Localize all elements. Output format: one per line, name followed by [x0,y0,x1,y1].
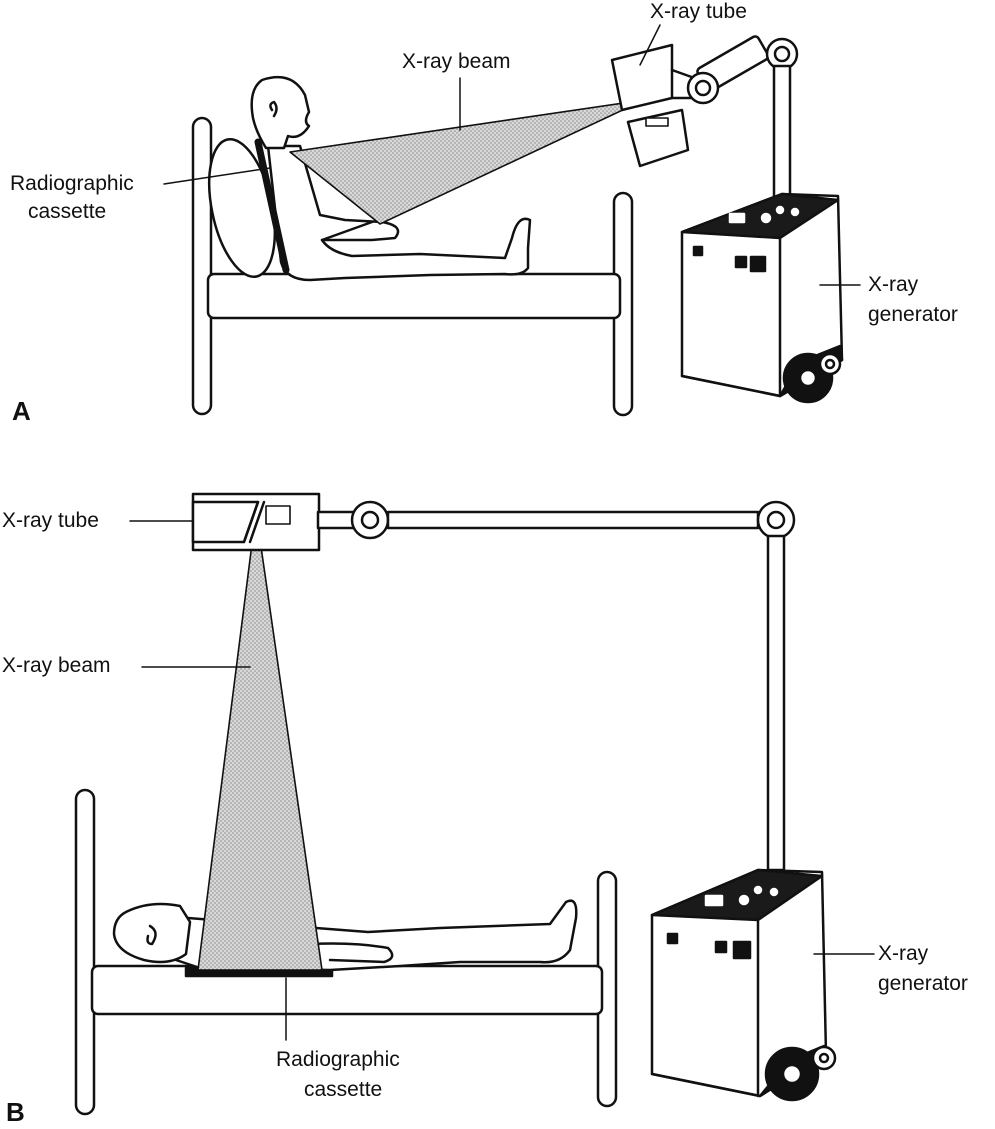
panel-b-letter: B [6,1097,25,1127]
panel-a-xray-tube-label: X-ray tube [650,0,747,23]
panel-a-xray-beam-label: X-ray beam [402,50,511,73]
panel-a-beam [289,99,645,225]
panel-b-tube [191,492,796,872]
panel-a-cassette-label-line2: cassette [28,200,107,223]
panel-a-letter: A [12,396,31,426]
panel-b-xray-tube-label: X-ray tube [2,509,99,532]
panel-a-tube [610,35,799,208]
panel-a-scene [163,24,861,417]
panel-b-generator-label-line2: generator [878,972,968,995]
panel-b-bed [74,788,618,1116]
panel-a-bed [191,116,634,417]
panel-b-cassette-label-line2: cassette [304,1078,383,1101]
panel-b-patient [112,899,578,972]
panel-b-scene [74,492,875,1116]
panel-a-generator-label-line1: X-ray [868,273,919,296]
panel-b-beam [197,511,323,971]
panel-a-patient [250,75,532,282]
panel-a-tube-leader [639,24,661,66]
panel-a-cassette-label-line1: Radiographic [10,172,134,195]
panel-b-generator-label-line1: X-ray [878,942,929,965]
panel-a-cassette [207,137,290,279]
panel-a-generator [680,192,844,404]
panel-b-cassette-label-line1: Radiographic [276,1048,400,1071]
panel-a-generator-label-line2: generator [868,303,958,326]
panel-b-xray-beam-label: X-ray beam [2,654,111,677]
panel-a-cassette-leader [163,167,271,185]
panel-b-generator [650,868,837,1102]
